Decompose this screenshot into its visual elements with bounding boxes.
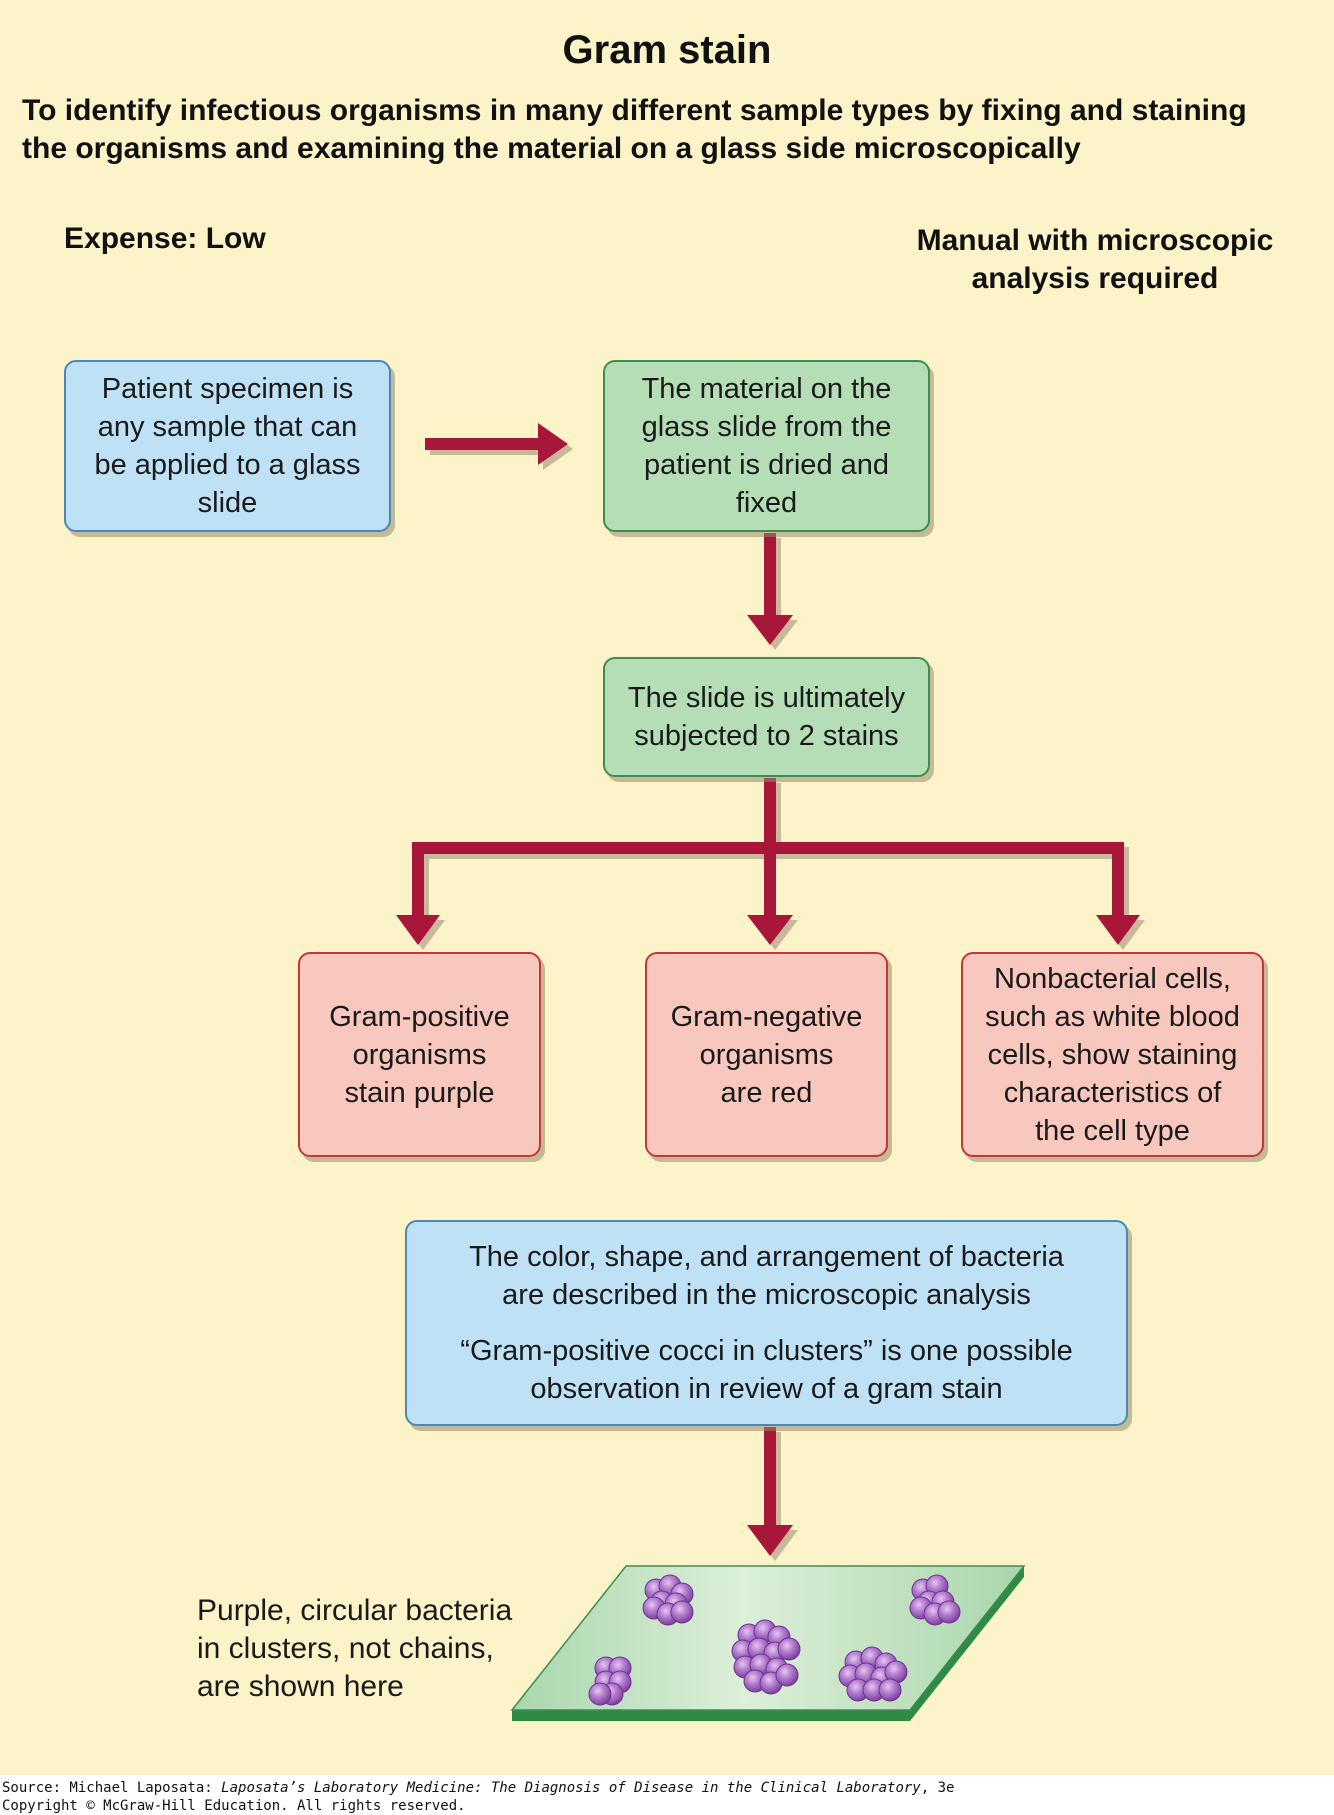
- arrowhead-to-gram-negative: [747, 915, 793, 945]
- bacterium-coccus: [878, 1678, 902, 1702]
- fixed-line: patient is dried and: [643, 449, 890, 481]
- two-stains-box: The slide is ultimately subjected to 2 s…: [603, 657, 930, 777]
- analysis-line: The color, shape, and arrangement of bac…: [469, 1241, 1064, 1273]
- gram-positive-line: stain purple: [344, 1076, 495, 1109]
- gram-negative-line: are red: [720, 1076, 813, 1109]
- source-credit: Source: Michael Laposata: Laposata’s Lab…: [2, 1779, 954, 1815]
- glass-slide-illustration: [510, 1565, 1026, 1721]
- slide-caption-line: in clusters, not chains,: [197, 1632, 494, 1665]
- analysis-paragraph-2: “Gram-positive cocci in clusters” is one…: [460, 1332, 1072, 1408]
- gram-positive-line: organisms: [352, 1038, 487, 1071]
- purpose-text: To identify infectious organisms in many…: [22, 92, 1322, 168]
- specimen-line: slide: [197, 487, 258, 519]
- arrow-branch-left: [412, 848, 424, 918]
- fixed-line: The material on the: [641, 373, 892, 405]
- nonbacterial-line: characteristics of: [1003, 1076, 1222, 1109]
- arrowhead-to-gram-positive: [396, 915, 440, 945]
- analysis-line: are described in the microscopic analysi…: [502, 1279, 1031, 1311]
- arrow-analysis-to-slide: [764, 1427, 776, 1527]
- bacterium-coccus: [777, 1637, 801, 1661]
- arrowhead-analysis-to-slide: [747, 1525, 793, 1556]
- source-book-title: Laposata’s Laboratory Medicine: The Diag…: [221, 1780, 921, 1796]
- source-line: Source: Michael Laposata: Laposata’s Lab…: [2, 1779, 954, 1797]
- specimen-box: Patient specimen is any sample that can …: [64, 360, 391, 532]
- stains-line: subjected to 2 stains: [634, 720, 899, 752]
- arrowhead-fixed-to-stains: [747, 615, 793, 645]
- microscopic-analysis-box: The color, shape, and arrangement of bac…: [405, 1220, 1128, 1426]
- gram-negative-line: organisms: [699, 1038, 834, 1071]
- nonbacterial-line: the cell type: [1035, 1114, 1190, 1147]
- arrow-fixed-to-stains: [764, 533, 776, 618]
- method-line-1: Manual with microscopic: [916, 224, 1274, 257]
- stains-line: The slide is ultimately: [627, 682, 906, 714]
- bacterium-coccus: [937, 1600, 961, 1624]
- arrow-stains-trunk: [764, 778, 776, 848]
- slide-caption-line: Purple, circular bacteria: [197, 1594, 513, 1627]
- arrowhead-specimen-to-fixed: [538, 423, 568, 465]
- bacterium-coccus: [588, 1682, 612, 1706]
- arrow-branch-right: [1112, 848, 1124, 918]
- bacterium-coccus: [670, 1600, 694, 1624]
- dried-fixed-box: The material on the glass slide from the…: [603, 360, 930, 532]
- copyright-line: Copyright © McGraw-Hill Education. All r…: [2, 1798, 466, 1814]
- source-prefix: Source: Michael Laposata:: [2, 1780, 222, 1796]
- purpose-line-1: To identify infectious organisms in many…: [22, 94, 1247, 127]
- slide-caption-line: are shown here: [197, 1670, 404, 1703]
- nonbacterial-line: Nonbacterial cells,: [994, 962, 1231, 995]
- arrow-specimen-to-fixed: [425, 438, 540, 450]
- method-label: Manual with microscopic analysis require…: [880, 222, 1310, 298]
- method-line-2: analysis required: [971, 262, 1219, 295]
- slide-caption: Purple, circular bacteria in clusters, n…: [197, 1592, 557, 1706]
- bacteria-clusters: [588, 1574, 961, 1706]
- flow-arrows: [396, 423, 1145, 1561]
- expense-label: Expense: Low: [64, 222, 266, 255]
- nonbacterial-cells-box: Nonbacterial cells, such as white blood …: [961, 952, 1264, 1157]
- specimen-line: any sample that can: [97, 411, 358, 443]
- nonbacterial-line: such as white blood: [985, 1000, 1240, 1033]
- gram-negative-line: Gram-negative: [670, 1000, 863, 1033]
- analysis-line: observation in review of a gram stain: [530, 1373, 1003, 1405]
- arrow-shapes: [396, 423, 1140, 1556]
- analysis-line: “Gram-positive cocci in clusters” is one…: [460, 1335, 1073, 1367]
- gram-positive-line: Gram-positive: [329, 1000, 510, 1033]
- source-edition: , 3e: [920, 1780, 955, 1796]
- arrow-branch-center: [764, 848, 776, 918]
- nonbacterial-line: cells, show staining: [987, 1038, 1238, 1071]
- bacterium-coccus: [775, 1663, 799, 1687]
- fixed-line: fixed: [735, 487, 798, 519]
- analysis-paragraph-1: The color, shape, and arrangement of bac…: [469, 1238, 1064, 1314]
- specimen-line: be applied to a glass: [94, 449, 361, 481]
- gram-negative-box: Gram-negative organisms are red: [645, 952, 888, 1157]
- page-title: Gram stain: [562, 28, 772, 72]
- purpose-line-2: the organisms and examining the material…: [22, 132, 1081, 165]
- arrowhead-to-nonbacterial: [1096, 915, 1140, 945]
- gram-positive-box: Gram-positive organisms stain purple: [298, 952, 541, 1157]
- fixed-line: glass slide from the: [641, 411, 892, 443]
- specimen-line: Patient specimen is: [101, 373, 354, 405]
